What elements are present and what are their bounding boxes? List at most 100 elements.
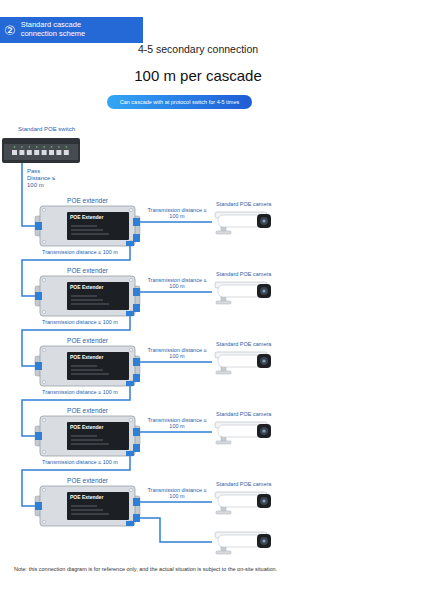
camera-lens-glass <box>262 429 265 432</box>
distance-label: Pass Distance ≤ 100 m <box>26 168 60 190</box>
screw <box>42 488 45 491</box>
switch-led <box>21 146 23 148</box>
camera-body <box>218 285 262 297</box>
panel-title: POE Extender <box>70 214 103 220</box>
poe-extender: POE extenderPOE Extender <box>35 276 140 316</box>
switch-port <box>19 150 24 155</box>
poe-camera: Standard POE camera <box>212 280 272 304</box>
screw <box>129 348 132 351</box>
distance-label: Transmission distance ≤ 100 m <box>41 319 119 326</box>
footnote: Note: this connection diagram is for ref… <box>14 566 414 572</box>
panel-line <box>71 366 97 367</box>
distance-label: Transmission distance ≤ 100 m <box>143 207 211 220</box>
screw <box>42 418 45 421</box>
camera-body <box>218 355 262 367</box>
camera-front <box>257 424 271 438</box>
poe-camera: Standard POE camera <box>212 420 272 444</box>
screw <box>129 278 132 281</box>
switch-port <box>27 150 32 155</box>
rj45-port <box>133 358 140 366</box>
device-heading: Standard POE camera <box>216 201 271 207</box>
rj45-port <box>35 502 42 510</box>
device-heading: POE extender <box>35 407 140 414</box>
screw <box>42 278 45 281</box>
camera-front <box>257 534 271 548</box>
switch-port <box>12 150 17 155</box>
switch-front <box>4 144 78 160</box>
panel-title: POE Extender <box>70 494 103 500</box>
panel-line <box>71 304 109 305</box>
distance-label: Transmission distance ≤ 100 m <box>143 487 211 500</box>
camera-body <box>218 215 262 227</box>
rj45-port <box>35 362 42 370</box>
device-heading: POE extender <box>35 197 140 204</box>
camera-base <box>216 371 231 374</box>
camera-drawing <box>212 280 272 304</box>
panel-title: POE Extender <box>70 424 103 430</box>
device-heading: Standard POE camera <box>216 411 271 417</box>
camera-lens-glass <box>262 359 265 362</box>
switch-led <box>43 146 45 148</box>
camera-lens <box>260 537 268 545</box>
rj45-port <box>35 292 42 300</box>
device-heading: POE extender <box>35 477 140 484</box>
switch-port <box>42 150 47 155</box>
switch-led <box>29 146 31 148</box>
extender-case <box>40 416 135 456</box>
panel-line <box>71 300 103 301</box>
extra-camera-group <box>140 518 271 554</box>
cable <box>140 291 212 293</box>
distance-label: Transmission distance ≤ 100 m <box>143 347 211 360</box>
rj45-port <box>126 521 134 526</box>
rj45-port <box>133 218 140 226</box>
camera-base <box>216 231 231 234</box>
extender-case <box>40 206 135 246</box>
step-number: ② <box>4 24 16 37</box>
rj45-port <box>133 374 140 382</box>
screw <box>42 450 45 453</box>
screw <box>129 208 132 211</box>
device-heading: Standard POE camera <box>216 481 271 487</box>
camera-front <box>257 494 271 508</box>
screw <box>129 418 132 421</box>
distance-label: Transmission distance ≤ 100 m <box>41 389 119 396</box>
distance-label: Transmission distance ≤ 100 m <box>41 249 119 256</box>
poe-extender: POE extenderPOE Extender <box>35 346 140 386</box>
poe-extender: POE extenderPOE Extender <box>35 416 140 456</box>
camera-front <box>257 354 271 368</box>
diagram-title: 4-5 secondary connection <box>0 43 396 55</box>
panel-line <box>71 370 103 371</box>
rj45-port <box>126 451 134 456</box>
screw <box>42 208 45 211</box>
device-heading: Standard POE camera <box>216 341 271 347</box>
extender-drawing <box>35 276 140 316</box>
camera-lens-glass <box>262 289 265 292</box>
extender-drawing <box>35 416 140 456</box>
panel-line <box>71 440 103 441</box>
rj45-port <box>35 432 42 440</box>
camera-base <box>216 511 231 514</box>
rj45-port <box>133 288 140 296</box>
cable <box>140 431 212 433</box>
screw <box>42 380 45 383</box>
extender-case <box>40 486 135 526</box>
panel-line <box>71 226 97 227</box>
camera-lens-glass <box>262 499 265 502</box>
extender-drawing <box>35 346 140 386</box>
device-heading: Standard POE camera <box>216 271 271 277</box>
panel-line <box>71 444 109 445</box>
headline-label: 100 m per cascade <box>0 67 396 84</box>
screw <box>42 520 45 523</box>
section-title: Standard cascade connection scheme <box>21 21 117 38</box>
extender-case <box>40 346 135 386</box>
panel-line <box>71 506 97 507</box>
screw <box>42 310 45 313</box>
panel-line <box>71 234 109 235</box>
panel-line <box>71 436 97 437</box>
rj45-port <box>126 381 134 386</box>
camera-body <box>218 495 262 507</box>
panel-line <box>71 510 103 511</box>
extender-panel <box>67 282 129 310</box>
switch-drawing <box>2 138 80 163</box>
poe-extender: POE extenderPOE Extender <box>35 206 140 246</box>
